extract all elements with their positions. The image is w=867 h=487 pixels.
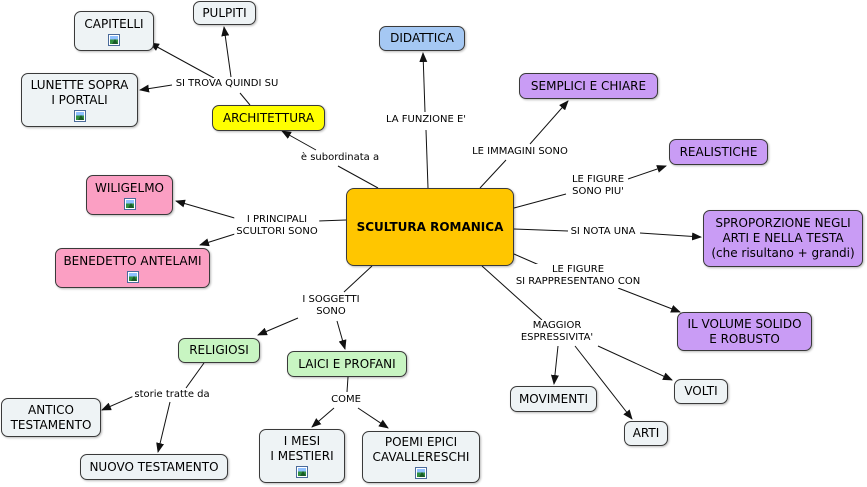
node-movimenti[interactable]: MOVIMENTI: [510, 386, 597, 412]
node-capitelli[interactable]: CAPITELLI: [74, 11, 154, 51]
link-label-si-trova: SI TROVA QUINDI SU: [173, 78, 281, 90]
line-immagini-semplici: [529, 100, 569, 145]
node-text: SPROPORZIONE NEGLI ARTI E NELLA TESTA (c…: [711, 216, 855, 260]
line-soggetti-religiosi: [257, 317, 299, 336]
node-text: ARTI: [632, 426, 660, 440]
line-sitrova-pulpiti: [221, 26, 232, 78]
node-didattica[interactable]: DIDATTICA: [379, 26, 465, 51]
node-text: WILIGELMO: [95, 180, 164, 195]
node-text: CAPITELLI: [84, 16, 144, 31]
node-antico-testamento[interactable]: ANTICO TESTAMENTO: [1, 398, 101, 437]
node-realistiche[interactable]: REALISTICHE: [669, 139, 768, 165]
node-architettura[interactable]: ARCHITETTURA: [212, 105, 325, 131]
node-text: ARCHITETTURA: [222, 110, 315, 125]
line-storie-nuovo: [156, 401, 171, 453]
line-laici-come: [346, 376, 349, 393]
line-principali-wiligelmo: [175, 199, 239, 220]
line-espressivita-movimenti: [550, 345, 559, 385]
image-placeholder-icon[interactable]: [415, 467, 427, 479]
link-label-storie: storie tratte da: [132, 389, 212, 401]
link-label-principali: I PRINCIPALI SCULTORI SONO: [234, 214, 320, 238]
node-text: MOVIMENTI: [518, 391, 589, 406]
line-come-poemi: [357, 407, 389, 429]
line-come-mesi: [311, 407, 335, 428]
node-text: REALISTICHE: [679, 144, 758, 159]
line-scultura-funzione: [425, 129, 429, 189]
line-scultura-principali: [317, 219, 347, 222]
line-principali-antelami: [199, 232, 239, 247]
line-espressivita-volti: [597, 345, 673, 381]
line-subordinata-architettura: [281, 130, 317, 151]
node-text: I MESI I MESTIERI: [270, 434, 334, 463]
node-text: DIDATTICA: [390, 31, 454, 45]
link-label-figure-rappresentano: LE FIGURE SI RAPPRESENTANO CON: [513, 264, 643, 288]
image-placeholder-icon[interactable]: [126, 270, 139, 283]
link-label-figure-piu: LE FIGURE SONO PIU': [569, 174, 627, 198]
node-volti[interactable]: VOLTI: [674, 379, 728, 404]
link-label-soggetti: I SOGGETTI SONO: [300, 294, 362, 318]
line-storie-antico: [101, 395, 135, 411]
node-text: LAICI E PROFANI: [298, 356, 396, 371]
node-religiosi[interactable]: RELIGIOSI: [178, 338, 260, 363]
line-funzione-didattica: [419, 52, 428, 113]
link-label-immagini: LE IMMAGINI SONO: [470, 146, 570, 158]
line-sitrova-capitelli: [149, 42, 215, 79]
image-placeholder-icon[interactable]: [73, 110, 86, 122]
node-poemi-epici[interactable]: POEMI EPICI CAVALLERESCHI: [362, 431, 480, 483]
node-nuovo-testamento[interactable]: NUOVO TESTAMENTO: [80, 454, 228, 480]
line-scultura-sinota: [513, 228, 569, 232]
node-lunette[interactable]: LUNETTE SOPRA I PORTALI: [21, 73, 138, 127]
image-placeholder-icon[interactable]: [123, 197, 136, 210]
link-label-si-nota: SI NOTA UNA: [568, 226, 638, 238]
image-placeholder-icon[interactable]: [108, 33, 120, 46]
node-volume[interactable]: IL VOLUME SOLIDO E ROBUSTO: [677, 312, 812, 351]
line-scultura-soggetti: [343, 265, 373, 293]
link-label-funzione: LA FUNZIONE E': [383, 114, 469, 126]
line-scultura-figurepiu: [513, 193, 567, 209]
node-laici-profani[interactable]: LAICI E PROFANI: [287, 351, 407, 377]
node-text: PULPITI: [202, 5, 247, 20]
node-benedetto-antelami[interactable]: BENEDETTO ANTELAMI: [55, 248, 210, 288]
node-text: RELIGIOSI: [189, 343, 249, 357]
line-architettura-sitrova: [239, 92, 251, 106]
line-soggetti-laici: [336, 320, 347, 350]
node-text: NUOVO TESTAMENTO: [89, 459, 219, 474]
node-wiligelmo[interactable]: WILIGELMO: [86, 175, 173, 215]
node-text: IL VOLUME SOLIDO E ROBUSTO: [687, 316, 802, 346]
node-text: ANTICO TESTAMENTO: [10, 402, 92, 432]
line-scultura-immagini: [479, 159, 507, 189]
node-text: LUNETTE SOPRA I PORTALI: [30, 78, 129, 107]
link-label-subordinata: è subordinata a: [298, 152, 382, 164]
line-espressivita-arti: [574, 345, 633, 420]
image-placeholder-icon[interactable]: [296, 466, 308, 478]
line-scultura-espressivita: [481, 265, 543, 321]
line-figurepiu-realistiche: [627, 165, 667, 180]
node-sproporzione[interactable]: SPROPORZIONE NEGLI ARTI E NELLA TESTA (c…: [703, 210, 863, 267]
node-text: SCULTURA ROMANICA: [356, 219, 504, 234]
node-pulpiti[interactable]: PULPITI: [193, 1, 256, 25]
link-label-espressivita: MAGGIOR ESPRESSIVITA': [518, 320, 596, 344]
node-semplici[interactable]: SEMPLICI E CHIARE: [519, 73, 658, 99]
node-text: BENEDETTO ANTELAMI: [63, 253, 202, 268]
line-figurerappr-volume: [617, 287, 681, 313]
node-scultura-romanica[interactable]: SCULTURA ROMANICA: [346, 188, 514, 266]
line-scultura-subordinata: [337, 165, 379, 189]
node-text: VOLTI: [684, 384, 718, 398]
line-sinota-sproporzione: [639, 232, 702, 241]
link-label-come: COME: [329, 394, 363, 406]
node-text: SEMPLICI E CHIARE: [530, 78, 647, 93]
node-arti[interactable]: ARTI: [624, 421, 668, 446]
line-religiosi-storie: [185, 362, 205, 389]
node-mesi-mestieri[interactable]: I MESI I MESTIERI: [259, 429, 345, 483]
node-text: POEMI EPICI CAVALLERESCHI: [372, 435, 470, 464]
line-sitrova-lunette: [139, 84, 173, 93]
